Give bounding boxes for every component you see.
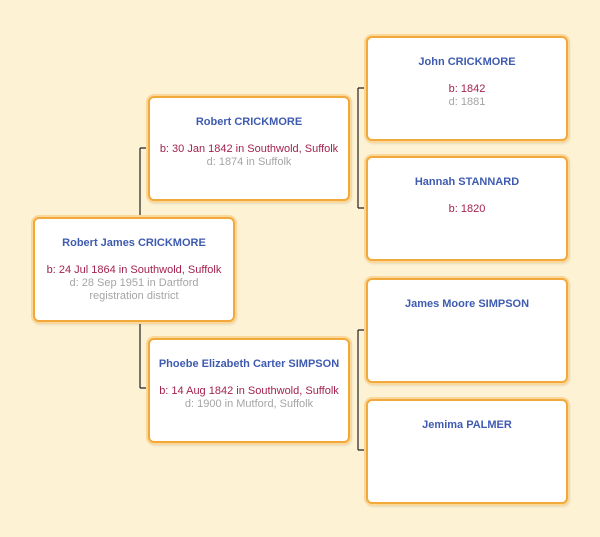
- person-name: Robert James CRICKMORE: [62, 237, 206, 249]
- person-name: James Moore SIMPSON: [404, 298, 530, 310]
- person-card-root[interactable]: Robert James CRICKMORE b: 24 Jul 1864 in…: [33, 217, 235, 322]
- person-card-maternal-grandmother[interactable]: Jemima PALMER: [366, 399, 568, 504]
- person-birth: b: 24 Jul 1864 in Southwold, Suffolk: [46, 264, 222, 276]
- person-name: Jemima PALMER: [422, 419, 512, 431]
- person-birth: b: 1842: [448, 83, 486, 95]
- person-card-paternal-grandfather[interactable]: John CRICKMORE b: 1842 d: 1881: [366, 36, 568, 141]
- person-name: Robert CRICKMORE: [195, 116, 303, 128]
- person-name: John CRICKMORE: [418, 56, 516, 68]
- person-card-father[interactable]: Robert CRICKMORE b: 30 Jan 1842 in South…: [148, 96, 350, 201]
- person-birth: b: 1820: [448, 203, 486, 215]
- person-death: d: 1900 in Mutford, Suffolk: [184, 398, 314, 410]
- person-card-mother[interactable]: Phoebe Elizabeth Carter SIMPSON b: 14 Au…: [148, 338, 350, 443]
- person-death: d: 1874 in Suffolk: [206, 156, 292, 168]
- person-birth: b: 30 Jan 1842 in Southwold, Suffolk: [159, 143, 339, 155]
- person-birth: b: 14 Aug 1842 in Southwold, Suffolk: [159, 385, 339, 397]
- person-card-maternal-grandfather[interactable]: James Moore SIMPSON: [366, 278, 568, 383]
- person-card-paternal-grandmother[interactable]: Hannah STANNARD b: 1820: [366, 156, 568, 261]
- person-name: Hannah STANNARD: [414, 176, 520, 188]
- connector-father-parents: [357, 87, 364, 209]
- connector-mother-parents: [357, 329, 364, 451]
- person-death: d: 1881: [448, 96, 486, 108]
- person-name: Phoebe Elizabeth Carter SIMPSON: [158, 358, 340, 370]
- person-death: d: 28 Sep 1951 in Dartford registration …: [69, 277, 199, 302]
